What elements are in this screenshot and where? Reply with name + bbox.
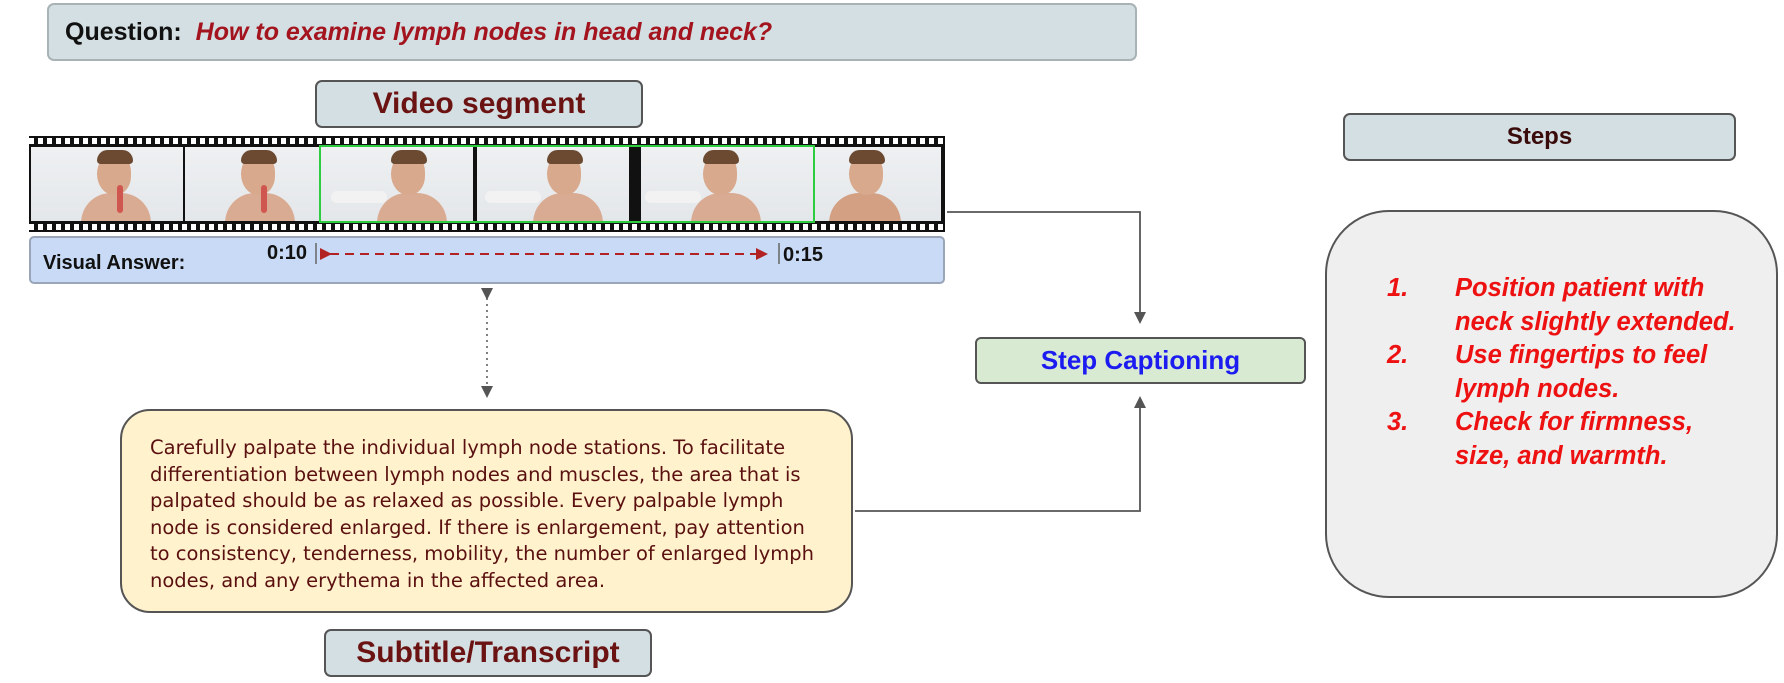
question-text: How to examine lymph nodes in head and n…	[195, 17, 773, 46]
steps-list: 1. Position patient with neck slightly e…	[1387, 272, 1747, 473]
step-captioning-box: Step Captioning	[975, 337, 1306, 384]
step-item: 3. Check for firmness, size, and warmth.	[1387, 406, 1747, 473]
visual-answer-bar: Visual Answer: 0:10 0:15	[29, 236, 945, 284]
step-text: Check for firmness, size, and warmth.	[1455, 408, 1694, 470]
steps-panel: 1. Position patient with neck slightly e…	[1325, 210, 1778, 598]
step-number: 1.	[1387, 274, 1409, 302]
selected-segment-highlight	[319, 145, 815, 223]
video-frame-1	[31, 147, 183, 221]
step-text: Position patient with neck slightly exte…	[1455, 274, 1736, 336]
step-item: 2. Use fingertips to feel lymph nodes.	[1387, 339, 1747, 406]
video-frame-3	[321, 147, 473, 221]
video-filmstrip	[29, 136, 945, 232]
transcript-text: Carefully palpate the individual lymph n…	[120, 409, 853, 613]
video-frame-4	[477, 147, 629, 221]
video-frame-5	[641, 147, 793, 221]
step-text: Use fingertips to feel lymph nodes.	[1455, 341, 1708, 403]
visual-answer-end-time: 0:15	[783, 244, 824, 266]
visual-answer-label: Visual Answer:	[43, 252, 186, 274]
step-number: 3.	[1387, 408, 1409, 436]
transcript-to-captioning-arrow	[855, 396, 1146, 512]
video-frame-2	[185, 147, 337, 221]
film-perforation-top	[29, 136, 945, 146]
film-perforation-bottom	[29, 222, 945, 232]
visual-answer-start-time: 0:10	[267, 242, 308, 264]
question-bar: Question: How to examine lymph nodes in …	[47, 3, 1137, 61]
steps-title: Steps	[1343, 113, 1736, 161]
subtitle-transcript-title: Subtitle/Transcript	[324, 629, 652, 677]
step-number: 2.	[1387, 341, 1409, 369]
step-item: 1. Position patient with neck slightly e…	[1387, 272, 1747, 339]
video-to-captioning-arrow	[947, 211, 1146, 324]
video-segment-title: Video segment	[315, 80, 643, 128]
question-label: Question:	[65, 17, 182, 46]
